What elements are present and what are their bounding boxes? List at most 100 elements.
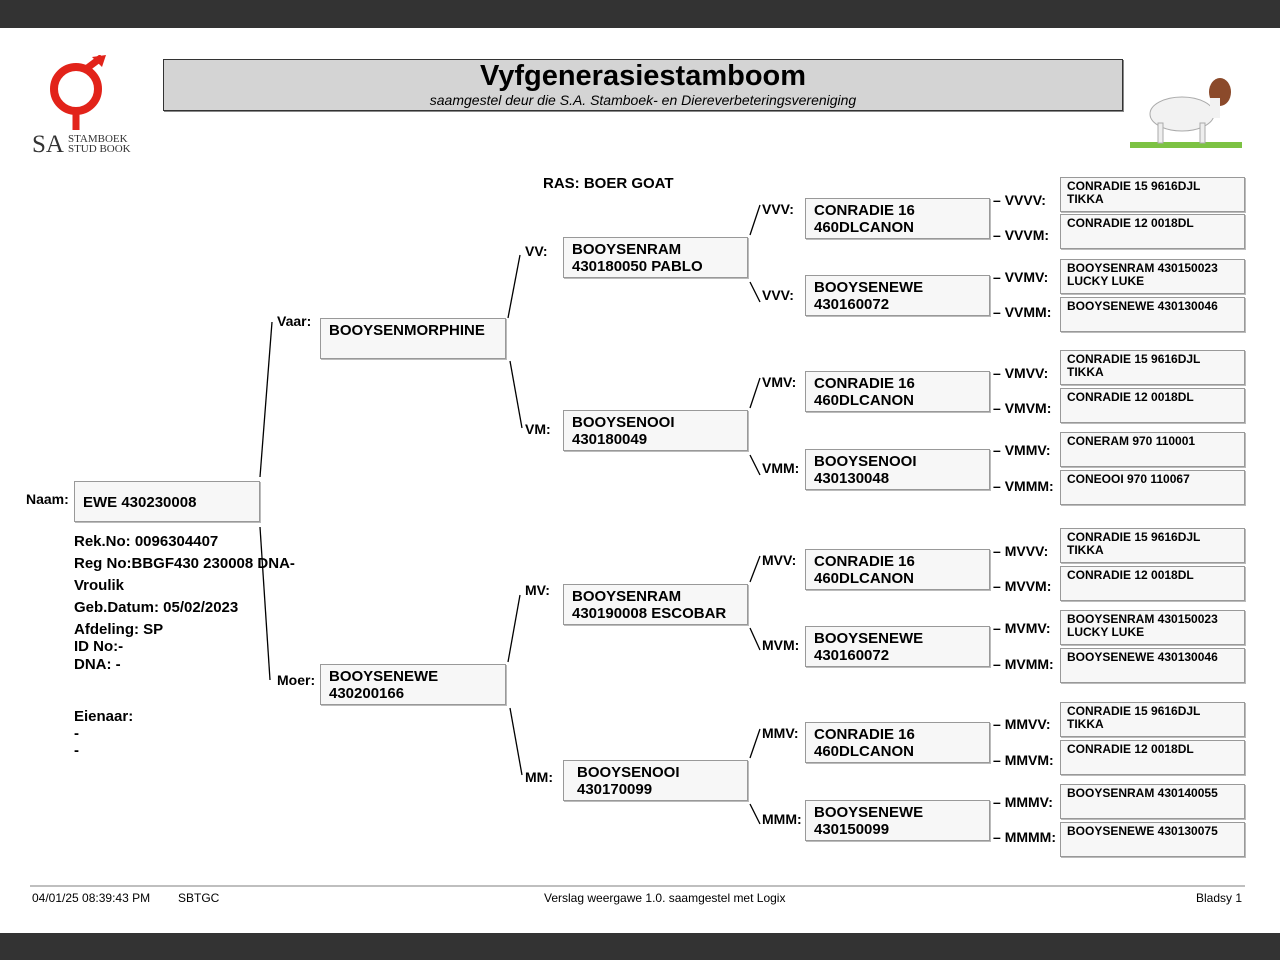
connector-dash: –	[993, 478, 1005, 494]
ancestor-position-label: VVVV:	[1004, 192, 1046, 208]
gen4-ancestor-box: BOOYSENEWE 430130075	[1060, 822, 1245, 857]
page-subtitle: saamgestel deur die S.A. Stamboek- en Di…	[429, 92, 857, 108]
owner-line-2: -	[74, 742, 79, 759]
gen2-label: MV:	[525, 582, 550, 598]
gen4-ancestor-box: CONRADIE 15 9616DJL TIKKA	[1060, 350, 1245, 385]
gen2-ancestor-box: BOOYSENOOI 430180049	[563, 410, 748, 451]
subject-label: Naam:	[26, 491, 69, 507]
gen4-ancestor-box: BOOYSENRAM 430140055	[1060, 784, 1245, 819]
gen3-label: VVV:	[762, 201, 794, 217]
ancestor-position-label: VMMV:	[1004, 442, 1051, 458]
gen2-ancestor-box: BOOYSENRAM 430190008 ESCOBAR	[563, 584, 748, 625]
reg-no: Reg No:BBGF430 230008 DNA-	[74, 555, 295, 572]
footer-code: SBTGC	[178, 891, 220, 905]
gen4-ancestor-box: CONEOOI 970 110067	[1060, 470, 1245, 505]
boer-goat-image	[1130, 68, 1245, 150]
gen3-ancestor-box: CONRADIE 16 460DLCANON	[805, 371, 990, 412]
dna: DNA: -	[74, 656, 121, 673]
afdeling: Afdeling: SP	[74, 621, 164, 638]
gen4-label: – VVVM:	[993, 227, 1049, 243]
gen3-label: MVV:	[762, 552, 797, 568]
gen4-label: – VVMM:	[993, 304, 1051, 320]
gen4-label: – MVVV:	[993, 543, 1048, 559]
ancestor-position-label: MVMV:	[1004, 620, 1051, 636]
gen2-label: MM:	[525, 769, 553, 785]
gen4-ancestor-box: CONERAM 970 110001	[1060, 432, 1245, 467]
footer-datetime: 04/01/25 08:39:43 PM	[32, 891, 151, 905]
gen1-label: Moer:	[277, 672, 316, 688]
gen2-ancestor-box: BOOYSENRAM 430180050 PABLO	[563, 237, 748, 278]
gen4-label: – MMMM:	[993, 829, 1056, 845]
gen4-label: – VMMV:	[993, 442, 1051, 458]
gen3-ancestor-box: CONRADIE 16 460DLCANON	[805, 198, 990, 239]
gen4-label: – MVMV:	[993, 620, 1051, 636]
gen4-label: – MMMV:	[993, 794, 1053, 810]
title-banner: Vyfgenerasiestamboom saamgestel deur die…	[163, 59, 1123, 111]
footer-version: Verslag weergawe 1.0. saamgestel met Log…	[544, 891, 786, 905]
connector-dash: –	[993, 829, 1005, 845]
gen3-ancestor-box: CONRADIE 16 460DLCANON	[805, 549, 990, 590]
ancestor-position-label: MVVM:	[1004, 578, 1052, 594]
subject-box: EWE 430230008	[74, 481, 260, 522]
footer-page: Bladsy 1	[1196, 891, 1243, 905]
gen4-label: – MMVV:	[993, 716, 1051, 732]
connector-dash: –	[993, 794, 1005, 810]
page-title: Vyfgenerasiestamboom	[479, 60, 807, 92]
gen2-ancestor-box: BOOYSENOOI 430170099	[563, 760, 748, 801]
top-bar	[0, 0, 1280, 28]
gen3-label: VMM:	[762, 460, 800, 476]
gen4-ancestor-box: CONRADIE 12 0018DL	[1060, 740, 1245, 775]
connector-dash: –	[993, 400, 1005, 416]
gen4-ancestor-box: CONRADIE 15 9616DJL TIKKA	[1060, 177, 1245, 212]
gen4-ancestor-box: CONRADIE 12 0018DL	[1060, 214, 1245, 249]
connector-dash: –	[993, 752, 1005, 768]
connector-dash: –	[993, 269, 1005, 285]
gen4-label: – VVMV:	[993, 269, 1048, 285]
gen3-label: VVV:	[762, 287, 794, 303]
breed: RAS: BOER GOAT	[543, 175, 674, 192]
gen4-label: – MMVM:	[993, 752, 1054, 768]
gen4-ancestor-box: CONRADIE 12 0018DL	[1060, 566, 1245, 601]
gen2-label: VM:	[525, 421, 551, 437]
gen3-label: MMM:	[762, 811, 802, 827]
ancestor-position-label: MVVV:	[1004, 543, 1049, 559]
gen4-ancestor-box: BOOYSENRAM 430150023 LUCKY LUKE	[1060, 259, 1245, 294]
ancestor-position-label: VMVM:	[1004, 400, 1052, 416]
gen3-ancestor-box: CONRADIE 16 460DLCANON	[805, 722, 990, 763]
gen3-ancestor-box: BOOYSENEWE 430160072	[805, 275, 990, 316]
sa-studbook-logo: SA STAMBOEK STUD BOOK	[30, 54, 135, 158]
ancestor-position-label: MMMV:	[1004, 794, 1053, 810]
gen3-ancestor-box: BOOYSENEWE 430160072	[805, 626, 990, 667]
connector-dash: –	[993, 620, 1005, 636]
ancestor-position-label: MMMM:	[1004, 829, 1056, 845]
birth-date: Geb.Datum: 05/02/2023	[74, 599, 239, 616]
connector-dash: –	[993, 304, 1005, 320]
studbook-symbol-icon	[50, 54, 106, 130]
gen4-label: – VMVV:	[993, 365, 1048, 381]
connector-dash: –	[993, 716, 1005, 732]
owner-line-1: -	[74, 725, 79, 742]
gen4-label: – MVVM:	[993, 578, 1051, 594]
connector-dash: –	[993, 192, 1005, 208]
logo-sa: SA	[32, 131, 64, 158]
gen2-label: VV:	[525, 243, 548, 259]
connector-dash: –	[993, 656, 1005, 672]
logo-line2: STUD BOOK	[67, 143, 131, 155]
gen3-label: MMV:	[762, 725, 799, 741]
gen4-ancestor-box: CONRADIE 15 9616DJL TIKKA	[1060, 528, 1245, 563]
ancestor-position-label: VMMM:	[1004, 478, 1054, 494]
ancestor-position-label: VMVV:	[1004, 365, 1049, 381]
ancestor-position-label: VVVM:	[1004, 227, 1050, 243]
gen4-label: – VMMM:	[993, 478, 1054, 494]
gen4-ancestor-box: BOOYSENEWE 430130046	[1060, 648, 1245, 683]
gen4-label: – VVVV:	[993, 192, 1046, 208]
connector-dash: –	[993, 578, 1005, 594]
gen3-ancestor-box: BOOYSENOOI 430130048	[805, 449, 990, 490]
gen1-ancestor-box: BOOYSENMORPHINE	[320, 318, 506, 359]
ancestor-position-label: MMVV:	[1004, 716, 1051, 732]
gen1-ancestor-box: BOOYSENEWE 430200166	[320, 664, 506, 705]
bottom-bar	[0, 933, 1280, 960]
ancestor-position-label: MMVM:	[1004, 752, 1054, 768]
owner-label: Eienaar:	[74, 708, 134, 725]
